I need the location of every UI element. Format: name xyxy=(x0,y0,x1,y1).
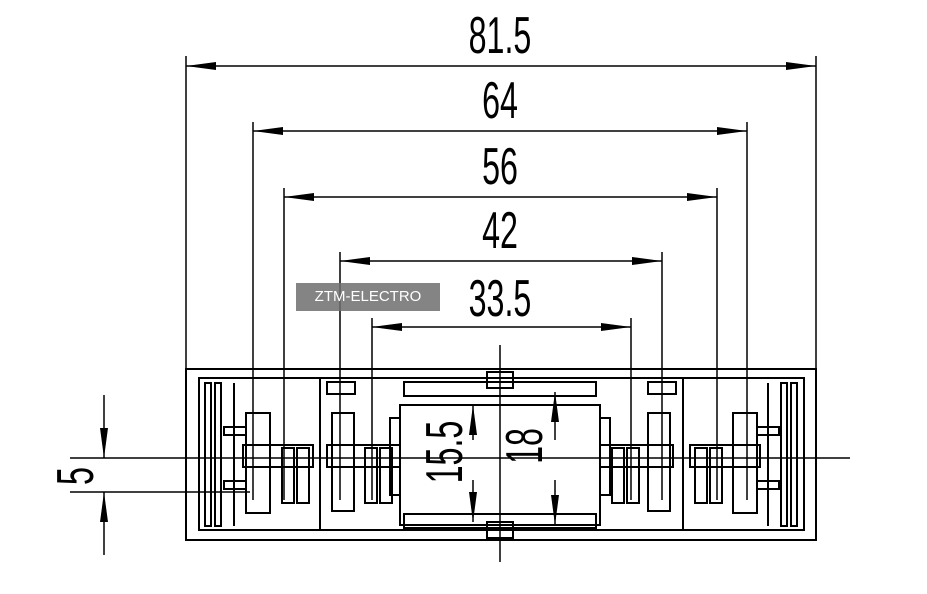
dim-56: 56 xyxy=(482,138,518,196)
dim-64: 64 xyxy=(482,72,518,130)
dim-5: 5 xyxy=(47,467,105,485)
dimension-labels: 81.5 64 56 42 33.5 5 15.5 18 xyxy=(47,7,554,485)
watermark: ZTM-ELECTRO xyxy=(296,283,440,311)
dim-81-5: 81.5 xyxy=(469,7,532,65)
dimension-lines xyxy=(100,62,816,555)
dim-42: 42 xyxy=(482,202,518,260)
component-body xyxy=(185,368,817,541)
dim-15-5: 15.5 xyxy=(416,421,474,484)
dim-33-5: 33.5 xyxy=(469,270,532,328)
dim-18: 18 xyxy=(496,428,554,464)
